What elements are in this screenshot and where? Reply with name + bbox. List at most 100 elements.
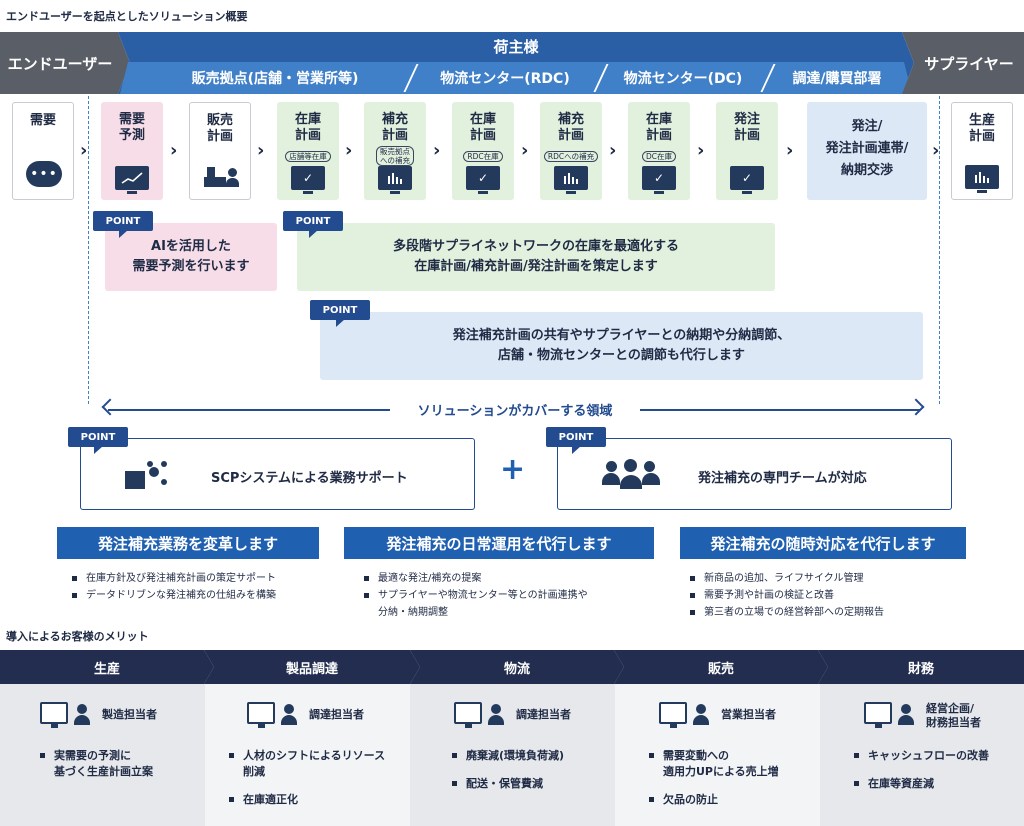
computer-icon (864, 702, 892, 728)
chevron-right-icon: › (170, 140, 178, 161)
list-item: 在庫等資産減 (854, 776, 989, 792)
chevron-right-icon: › (932, 140, 940, 161)
chevron-right-icon: › (433, 140, 441, 161)
point-badge: POINT (283, 211, 343, 238)
process-title: 在庫 計画 (469, 112, 496, 143)
team-icon (602, 459, 660, 491)
process-title: 販売 計画 (206, 113, 233, 144)
bar-monitor-icon (378, 166, 412, 194)
process-title: 在庫 計画 (645, 112, 672, 143)
merit-col-procurement: 調達担当者 人材のシフトによるリソース 削減 在庫適正化 (205, 684, 410, 826)
process-title: 需要 予測 (118, 112, 145, 143)
merit-head-sales: 販売 (614, 650, 828, 684)
computer-icon (40, 702, 68, 728)
process-title: 発注/ 発注計画連帯/ 納期交渉 (825, 119, 909, 178)
process-sales-plan: 販売 計画 (189, 102, 251, 200)
sub-dc: 物流センター(DC) (623, 71, 743, 87)
arrow-right-icon (907, 398, 925, 416)
list-item: 廃棄減(環境負荷減) (452, 748, 564, 764)
shop-staff-icon (204, 163, 240, 187)
banner-daily-ops: 発注補充の日常運用を代行します (344, 527, 654, 559)
point-share-panel: 発注補充計画の共有やサプライヤーとの納期や分納調節、 店舗・物流センターとの調節… (320, 312, 923, 380)
list-item: 人材のシフトによるリソース 削減 (229, 748, 385, 780)
process-sub-badge: 販売拠点 への補充 (376, 146, 414, 166)
list-item: 最適な発注/補充の提案 (364, 570, 588, 587)
merit-role: 経営企画/ 財務担当者 (926, 702, 981, 729)
banner-daily-ops-list: 最適な発注/補充の提案 サプライヤーや物流センター等との計画連携や 分納・納期調… (364, 570, 588, 621)
chevron-right-icon: › (521, 140, 529, 161)
process-replenish-plan-store: 補充 計画 販売拠点 への補充 (364, 102, 426, 200)
check-monitor-icon: ✓ (466, 166, 500, 194)
point-badge: POINT (546, 427, 606, 454)
merit-role: 調達担当者 (309, 708, 364, 721)
network-box-icon (125, 461, 167, 491)
process-title: 発注 計画 (733, 112, 760, 143)
merits-title: 導入によるお客様のメリット (6, 630, 149, 643)
coverage-line-left (108, 409, 390, 411)
chevron-right-icon: › (345, 140, 353, 161)
merit-list: 人材のシフトによるリソース 削減 在庫適正化 (229, 748, 385, 820)
shipper-subband (120, 62, 912, 94)
sub-sales-base: 販売拠点(店舗・営業所等) (191, 71, 359, 87)
region-line-left (88, 96, 89, 404)
merit-col-logistics: 調達担当者 廃棄減(環境負荷減) 配送・保管費減 (410, 684, 615, 826)
process-inventory-plan-dc: 在庫 計画 DC在庫 ✓ (628, 102, 690, 200)
process-sub-badge: RDCへの補充 (543, 151, 599, 162)
computer-icon (247, 702, 275, 728)
merit-list: 実需要の予測に 基づく生産計画立案 (40, 748, 153, 792)
process-sub-badge: 店舗等在庫 (285, 151, 331, 162)
coverage-label: ソリューションがカバーする領域 (417, 404, 613, 419)
list-item: 在庫方針及び発注補充計画の策定サポート (72, 570, 276, 587)
coverage-line-right (640, 409, 920, 411)
process-title: 生産 計画 (968, 113, 995, 144)
list-item: 欠品の防止 (649, 792, 779, 808)
merit-role: 製造担当者 (102, 708, 157, 721)
region-line-right (939, 96, 940, 404)
person-icon (898, 704, 914, 726)
process-demand: 需要 ••• (12, 102, 74, 200)
trend-monitor-icon (115, 166, 149, 194)
process-sub-badge: RDC在庫 (463, 151, 503, 162)
plus-icon: + (500, 452, 526, 487)
computer-icon (454, 702, 482, 728)
process-title: 補充 計画 (381, 112, 408, 143)
list-item: サプライヤーや物流センター等との計画連携や 分納・納期調整 (364, 587, 588, 621)
merit-head-logistics: 物流 (410, 650, 624, 684)
list-item: 実需要の予測に 基づく生産計画立案 (40, 748, 153, 780)
process-title: 在庫 計画 (294, 112, 321, 143)
process-title: 補充 計画 (557, 112, 584, 143)
supplier-header: サプライヤー (902, 32, 1024, 94)
merit-head-production: 生産 (0, 650, 214, 684)
bar-monitor-icon (554, 166, 588, 194)
chevron-right-icon: › (80, 140, 88, 161)
page-title: エンドユーザーを起点としたソリューション概要 (6, 10, 248, 23)
arrow-left-icon (101, 398, 119, 416)
process-demand-forecast: 需要 予測 (101, 102, 163, 200)
merit-col-sales: 営業担当者 需要変動への 適用力UPによる売上増 欠品の防止 (615, 684, 820, 826)
check-monitor-icon: ✓ (642, 166, 676, 194)
point-network-panel: 多段階サプライネットワークの在庫を最適化する 在庫計画/補充計画/発注計画を策定… (297, 223, 775, 291)
banner-adhoc: 発注補充の随時対応を代行します (680, 527, 966, 559)
process-inventory-plan-rdc: 在庫 計画 RDC在庫 ✓ (452, 102, 514, 200)
merit-col-finance: 経営企画/ 財務担当者 キャッシュフローの改善 在庫等資産減 (820, 684, 1024, 826)
sub-rdc: 物流センター(RDC) (440, 71, 570, 87)
list-item: 配送・保管費減 (452, 776, 564, 792)
computer-icon (659, 702, 687, 728)
process-order-coordination: 発注/ 発注計画連帯/ 納期交渉 (807, 102, 927, 200)
chevron-right-icon: › (786, 140, 794, 161)
list-item: データドリブンな発注補充の仕組みを構築 (72, 587, 276, 604)
person-icon (693, 704, 709, 726)
point-ai-panel: AIを活用した 需要予測を行います (105, 223, 277, 291)
end-user-header: エンドユーザー (0, 32, 130, 94)
list-item: 需要予測や計画の検証と改善 (690, 587, 884, 604)
point-badge: POINT (68, 427, 128, 454)
list-item: 新商品の追加、ライフサイクル管理 (690, 570, 884, 587)
chevron-right-icon: › (697, 140, 705, 161)
banner-transform-list: 在庫方針及び発注補充計画の策定サポート データドリブンな発注補充の仕組みを構築 (72, 570, 276, 604)
banner-adhoc-list: 新商品の追加、ライフサイクル管理 需要予測や計画の検証と改善 第三者の立場での経… (690, 570, 884, 621)
process-order-plan: 発注 計画 ✓ (716, 102, 778, 200)
merit-role: 営業担当者 (721, 708, 776, 721)
point-badge: POINT (93, 211, 153, 238)
merit-head-procurement: 製品調達 (204, 650, 420, 684)
process-production-plan: 生産 計画 (951, 102, 1013, 200)
